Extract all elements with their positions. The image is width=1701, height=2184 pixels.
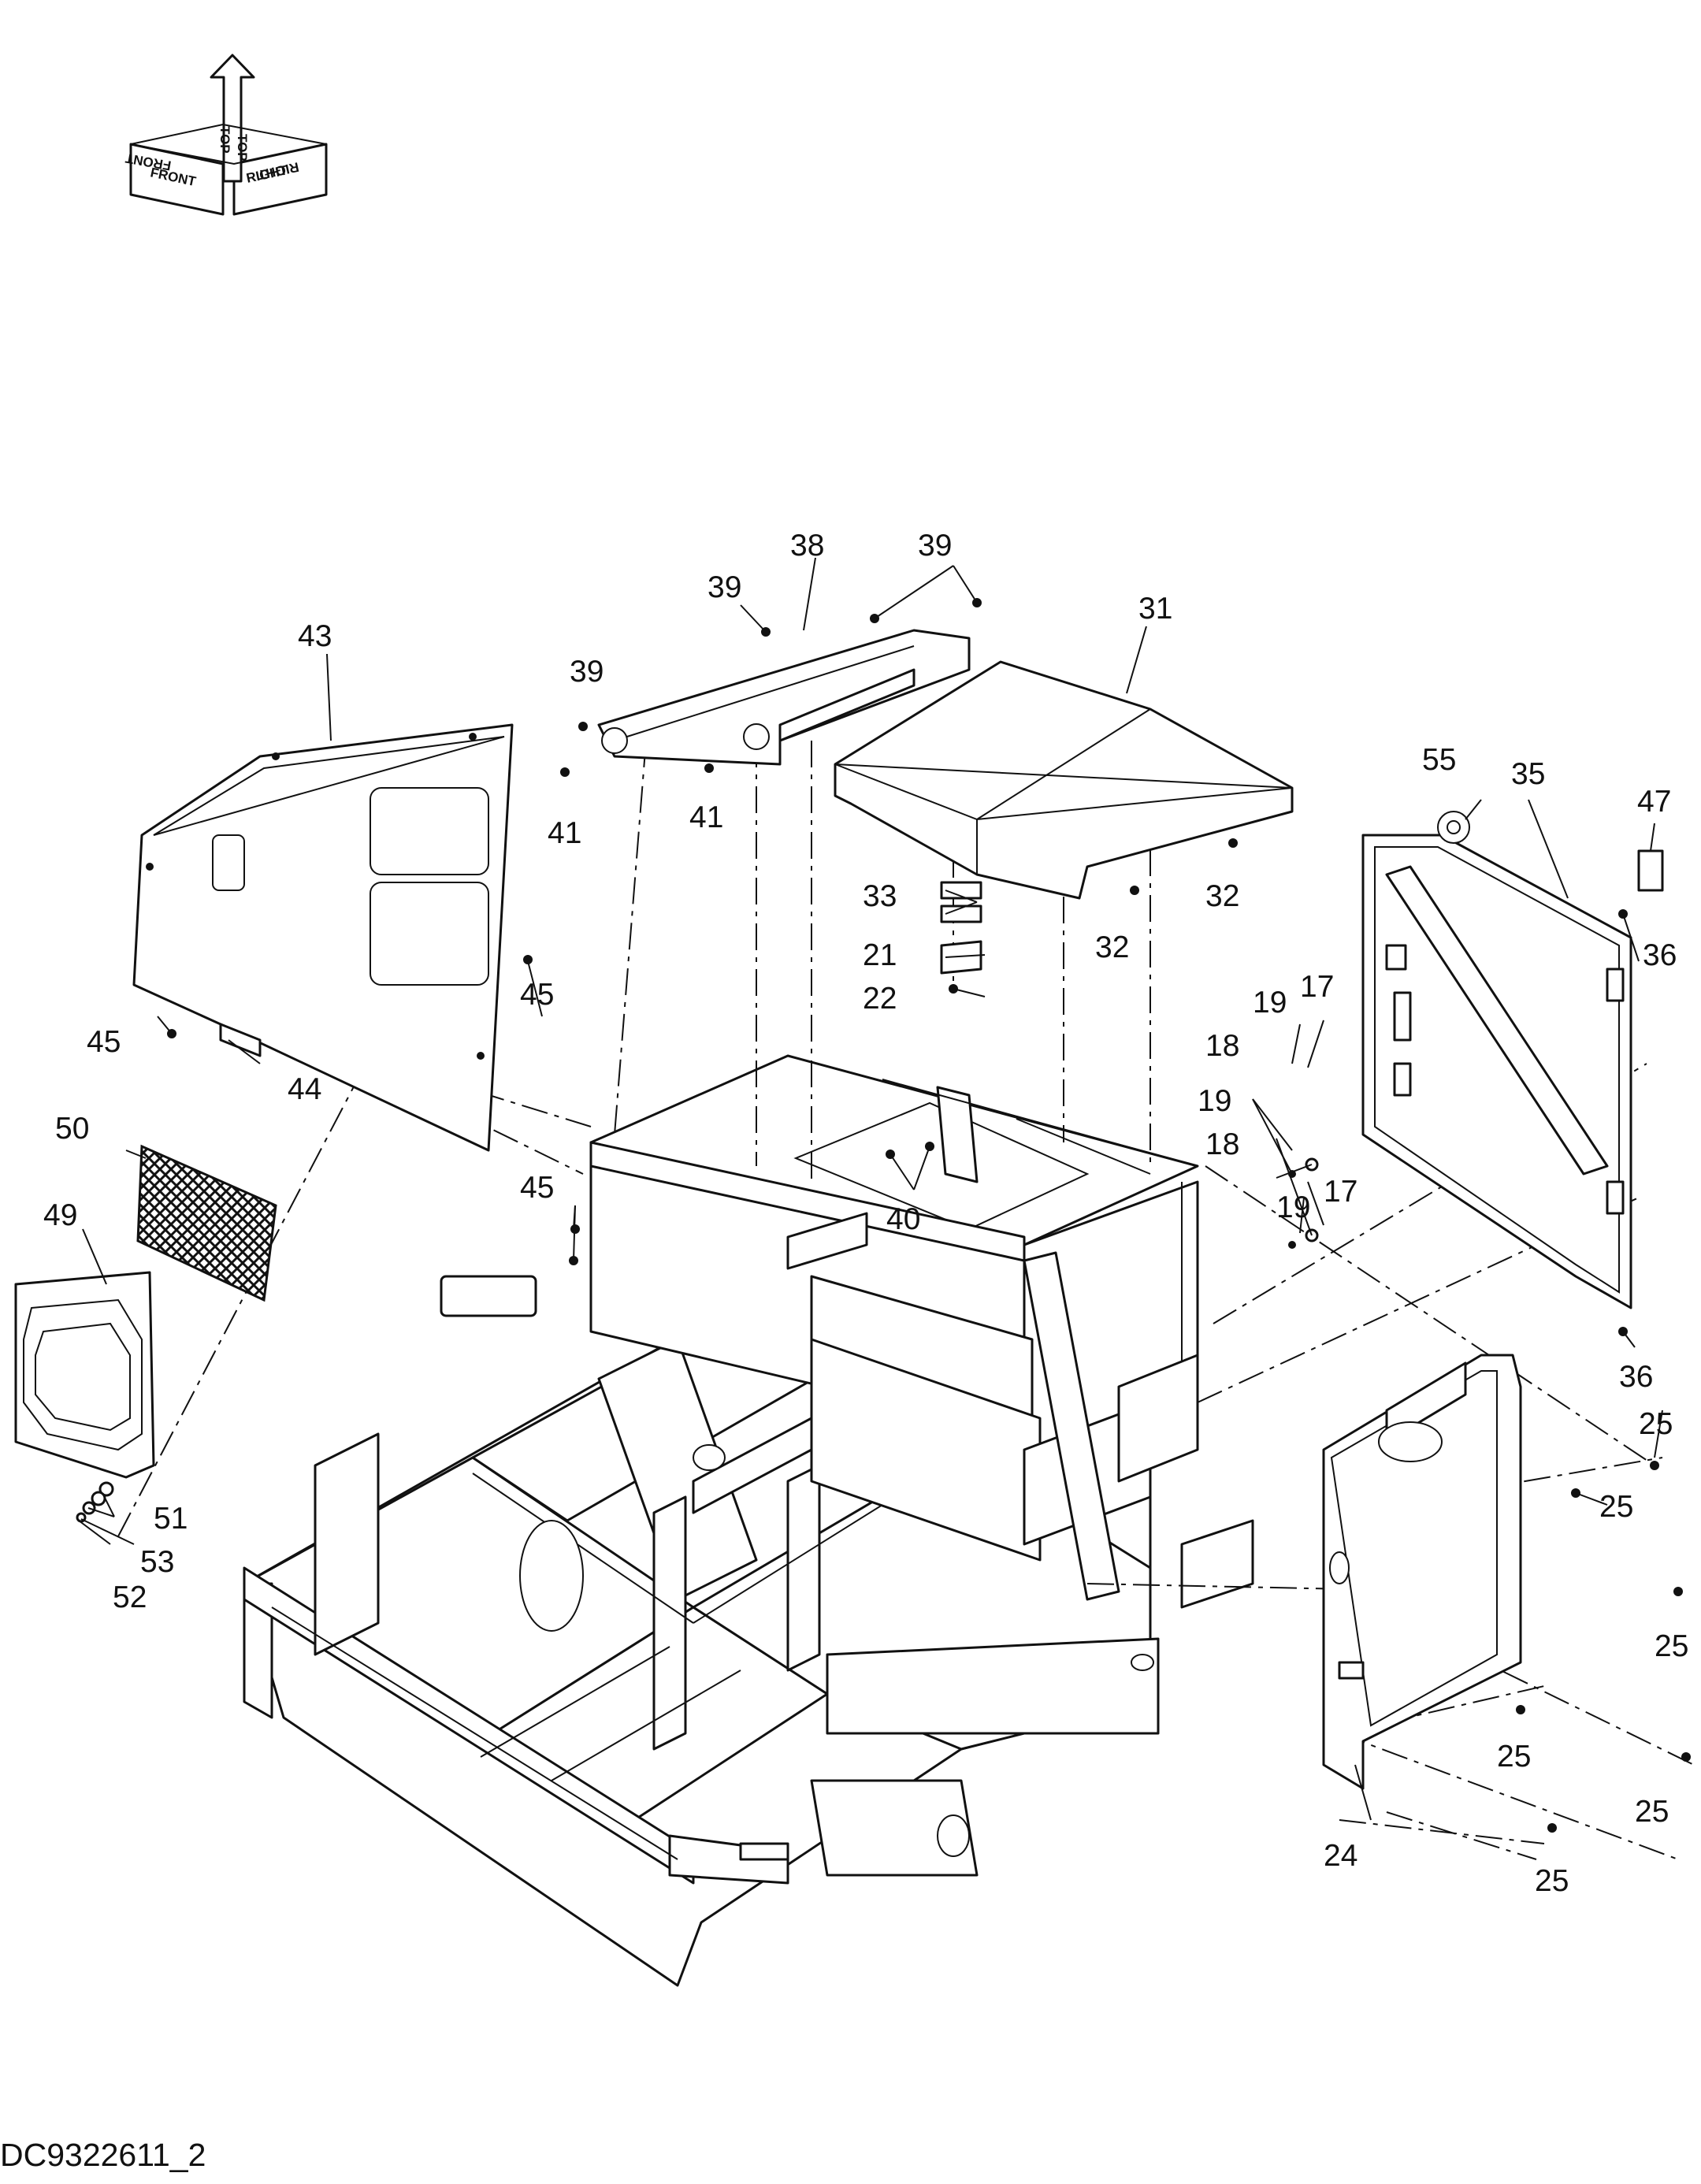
callout-45: 45	[520, 978, 554, 1012]
callout-35: 35	[1511, 757, 1545, 791]
callout-17: 17	[1324, 1175, 1357, 1209]
callout-43: 43	[298, 619, 332, 653]
part-50-mesh-screen	[136, 1144, 277, 1302]
callout-22: 22	[863, 982, 897, 1016]
callout-labels: 38 39 39 39 31 43 41 41 55 35 47 33 32 3…	[43, 529, 1688, 1898]
callout-25: 25	[1599, 1490, 1633, 1524]
callout-50: 50	[55, 1112, 89, 1146]
callout-45: 45	[87, 1025, 121, 1059]
callout-18: 18	[1205, 1127, 1239, 1161]
callout-39: 39	[570, 655, 604, 689]
callout-52: 52	[113, 1580, 147, 1614]
part-43-side-cover	[132, 723, 514, 1152]
part-35-side-door	[1361, 834, 1632, 1309]
callout-24: 24	[1324, 1839, 1357, 1873]
callout-40: 40	[886, 1202, 920, 1236]
callout-33: 33	[863, 879, 897, 913]
enclosure-frame	[440, 1054, 1254, 1609]
callout-47: 47	[1637, 785, 1671, 819]
orientation-top-mirror: TOP	[235, 134, 250, 162]
callout-17: 17	[1300, 970, 1334, 1004]
callout-39: 39	[918, 529, 952, 563]
callout-51: 51	[154, 1502, 188, 1536]
callout-19: 19	[1276, 1190, 1310, 1224]
part-31-top-cover	[834, 660, 1294, 900]
callout-39: 39	[708, 570, 741, 604]
callout-21: 21	[863, 938, 897, 972]
part-24-side-panel	[1322, 1354, 1522, 1790]
drawing-id: DC9322611_2	[0, 2137, 206, 2173]
callout-25: 25	[1497, 1740, 1531, 1774]
callout-36: 36	[1643, 938, 1677, 972]
callout-36: 36	[1619, 1360, 1653, 1394]
callout-49: 49	[43, 1198, 77, 1232]
callout-19: 19	[1198, 1084, 1231, 1118]
leader-lines	[78, 557, 1663, 1821]
callout-53: 53	[140, 1545, 174, 1579]
callout-45: 45	[520, 1171, 554, 1205]
callout-18: 18	[1205, 1029, 1239, 1063]
orientation-indicator: FRONT FRONT RIGHT RIGHT TOP TOP	[124, 54, 328, 216]
callout-38: 38	[790, 529, 824, 563]
callout-32: 32	[1095, 930, 1129, 964]
orientation-top-label: TOP	[217, 126, 232, 154]
callout-55: 55	[1422, 743, 1456, 777]
callout-31: 31	[1138, 592, 1172, 626]
callout-25: 25	[1535, 1864, 1569, 1898]
callout-41: 41	[548, 816, 581, 850]
callout-41: 41	[689, 800, 723, 834]
callout-32: 32	[1205, 879, 1239, 913]
callout-25: 25	[1655, 1629, 1688, 1663]
callout-25: 25	[1635, 1795, 1669, 1829]
part-49-fan-shroud	[14, 1271, 155, 1479]
callout-44: 44	[288, 1072, 321, 1106]
hardware	[76, 598, 1691, 1833]
part-38-top-rail	[597, 629, 971, 766]
callout-25: 25	[1639, 1407, 1673, 1441]
callout-19: 19	[1253, 986, 1287, 1020]
